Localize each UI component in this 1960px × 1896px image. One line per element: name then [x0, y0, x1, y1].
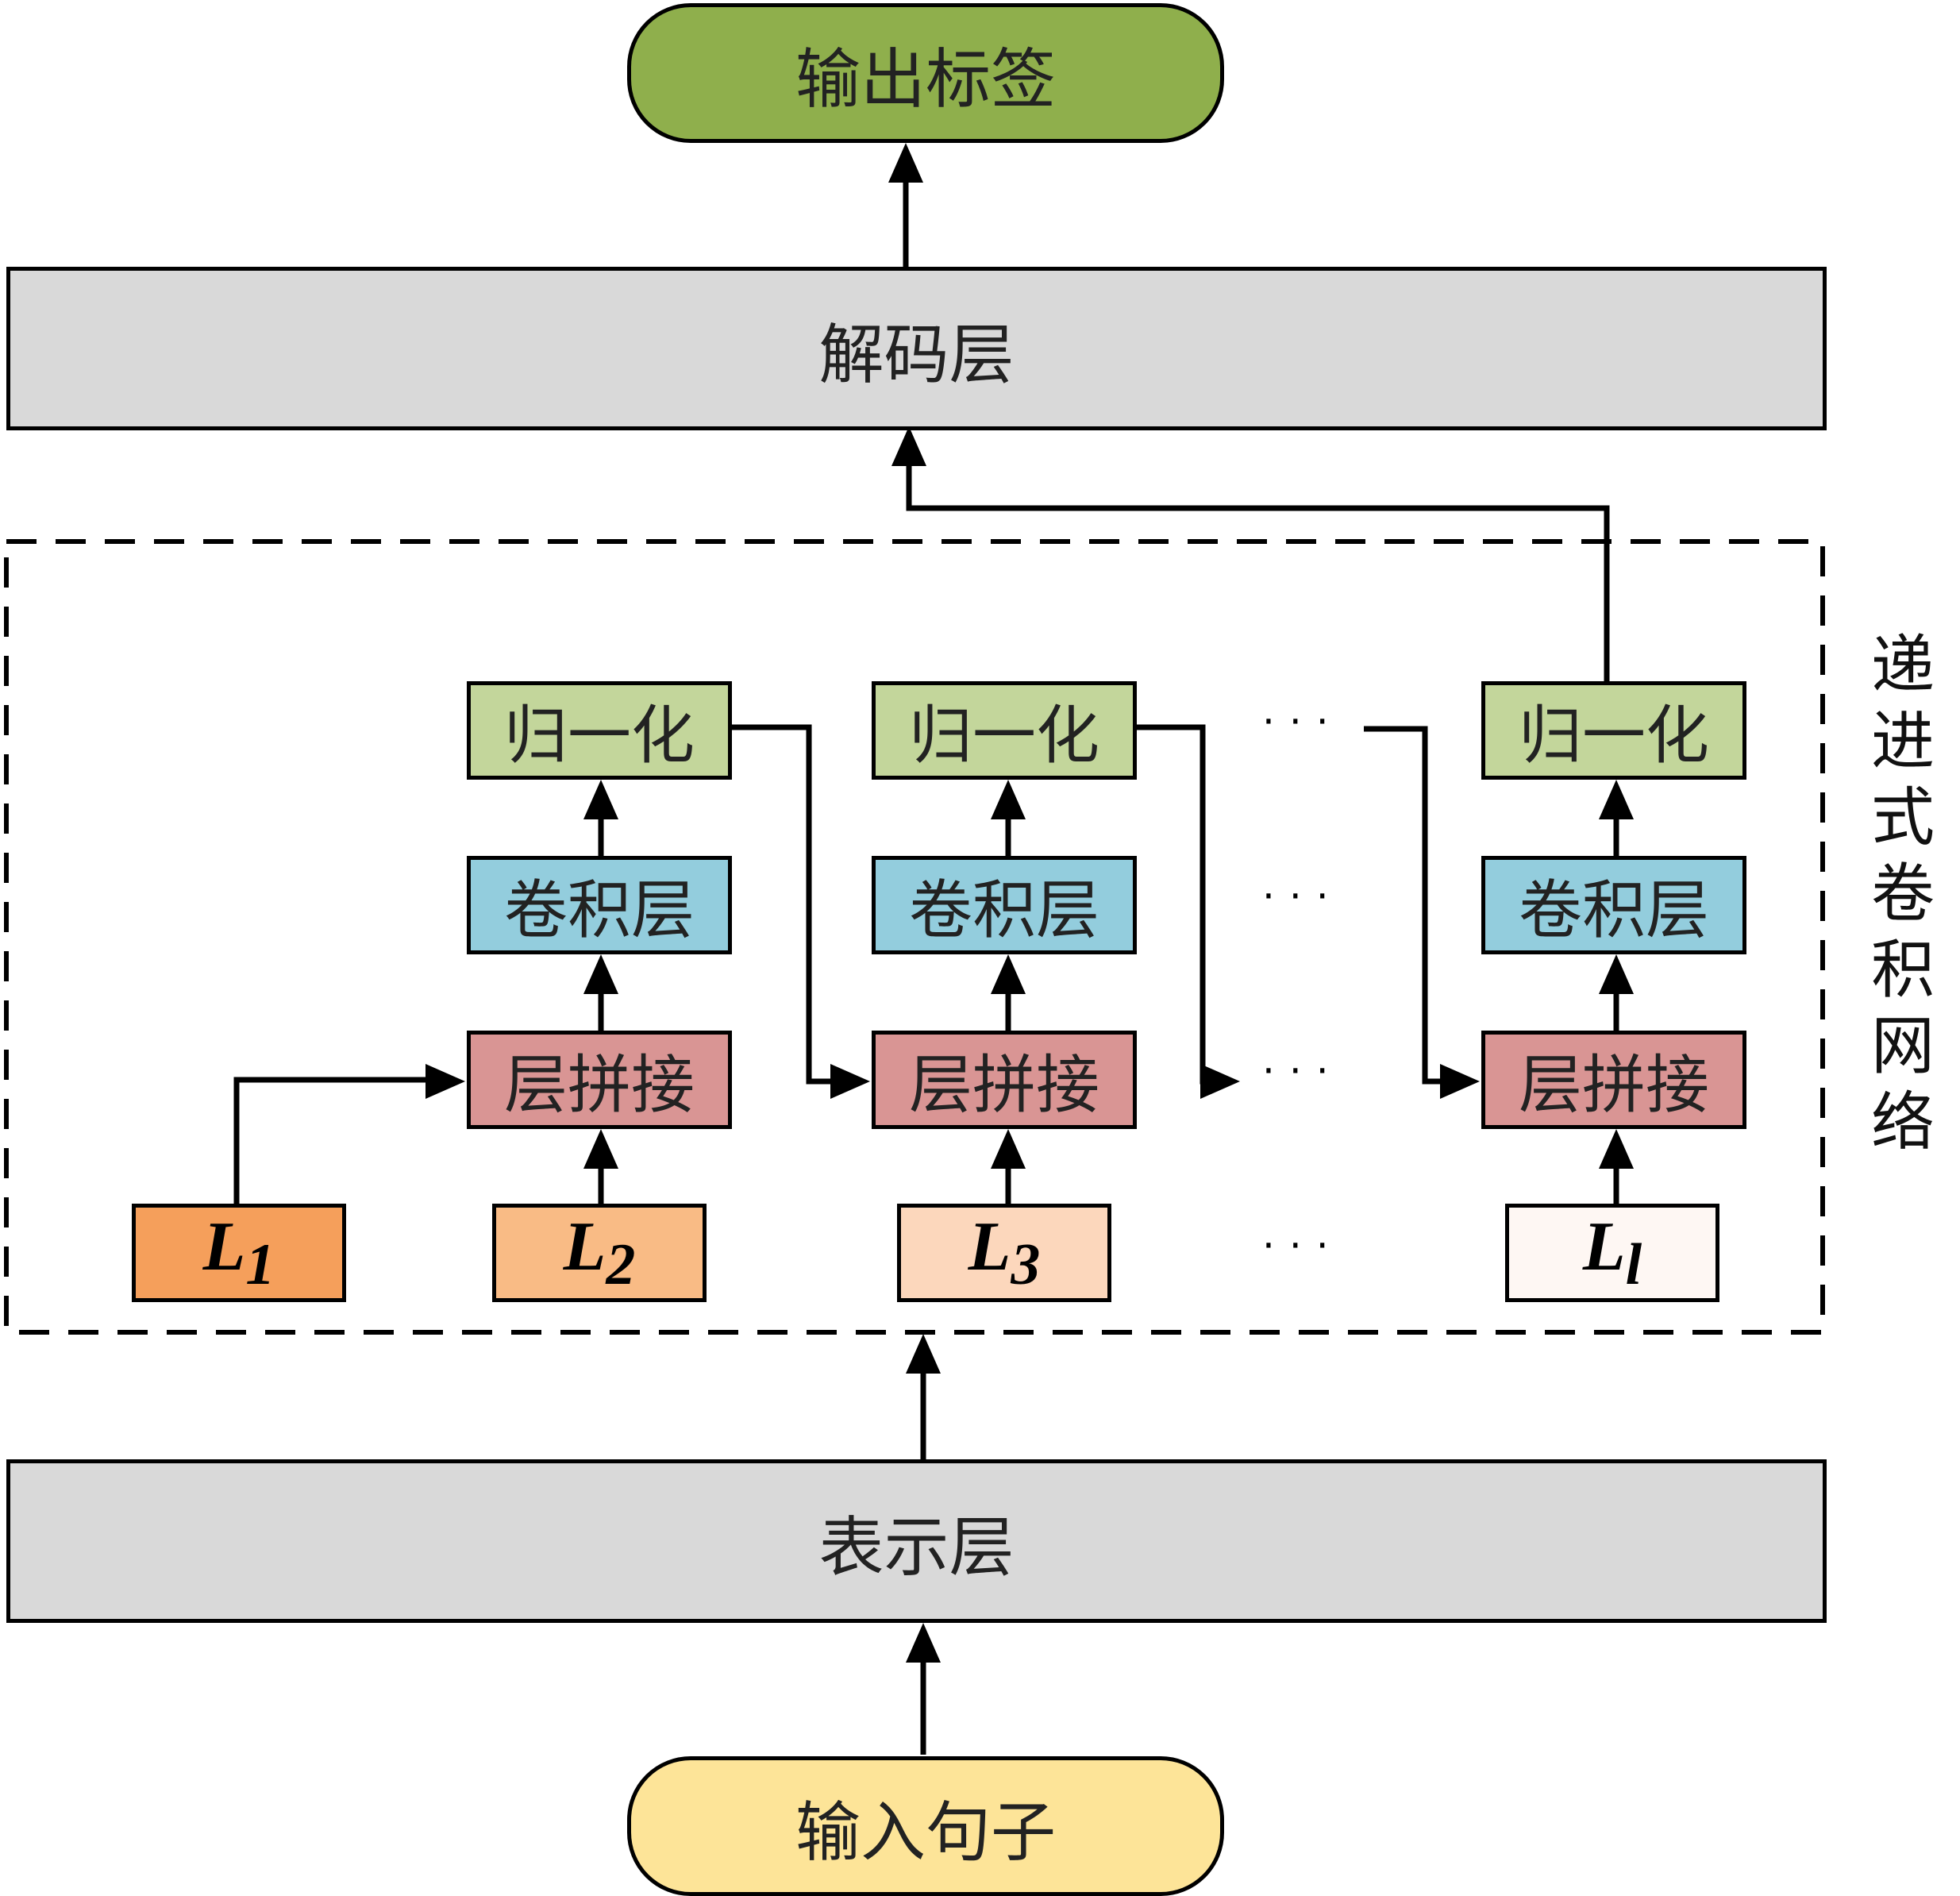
network-dashed-frame [4, 539, 1825, 1335]
network-vertical-label: 递 进 式 卷 积 网 络 [1867, 627, 1939, 1161]
network-label-char: 进 [1871, 704, 1935, 778]
decoder-layer-text: 解码层 [818, 317, 1015, 393]
ellipsis-level-row: ··· [1262, 1223, 1343, 1269]
concat-node-1: 层拼接 [467, 1031, 732, 1129]
arrowhead-concat-2-left [830, 1064, 870, 1099]
norm-node-2: 归一化 [872, 681, 1137, 780]
level-text-L1: L1 [202, 1208, 275, 1297]
arrowhead-c3-norm [1599, 780, 1634, 819]
arrowhead-concat-last-left [1440, 1064, 1480, 1099]
ellipsis-conv-row: ··· [1262, 873, 1343, 919]
norm-node-1: 归一化 [467, 681, 732, 780]
level-node-L3: L3 [897, 1204, 1111, 1302]
arrowhead-c2-conv [991, 954, 1026, 994]
arrow-ellipsis-to-concat-last [1364, 726, 1443, 1085]
arrow-norm2-to-ellipsis [1137, 724, 1206, 1085]
arrowhead-concat-1-left [426, 1064, 465, 1099]
concat-text-1: 层拼接 [504, 1048, 695, 1122]
concat-text-last: 层拼接 [1519, 1048, 1709, 1122]
arrowhead-ellipsis-left [1200, 1064, 1240, 1099]
arrowhead-output [888, 143, 923, 183]
concat-node-last: 层拼接 [1481, 1031, 1746, 1129]
arrowhead-network [906, 1334, 941, 1374]
norm-text-2: 归一化 [909, 699, 1099, 773]
level-node-Ll: Ll [1505, 1204, 1719, 1302]
arrowhead-c2-concat [991, 1129, 1026, 1169]
arrowhead-c3-concat [1599, 1129, 1634, 1169]
representation-layer: 表示层 [6, 1459, 1827, 1623]
arrowhead-c1-concat [583, 1129, 618, 1169]
norm-text-1: 归一化 [504, 699, 695, 773]
decoder-layer: 解码层 [6, 267, 1827, 430]
network-label-char: 网 [1871, 1009, 1935, 1083]
arrow-norm1-to-concat-2 [732, 724, 834, 1085]
level-text-L2: L2 [563, 1208, 636, 1297]
network-label-char: 积 [1871, 933, 1935, 1007]
arrow-norm-to-decoder [906, 464, 1610, 684]
level-text-Ll: Ll [1582, 1208, 1642, 1297]
input-sentence-text: 输入句子 [795, 1794, 1056, 1871]
representation-layer-text: 表示层 [818, 1509, 1015, 1586]
arrowhead-c1-norm [583, 780, 618, 819]
level-node-L1: L1 [132, 1204, 346, 1302]
network-label-char: 络 [1871, 1085, 1935, 1159]
input-sentence-node: 输入句子 [627, 1756, 1224, 1896]
conv-text-1: 卷积层 [504, 873, 695, 947]
conv-node-1: 卷积层 [467, 856, 732, 954]
arrowheads [426, 143, 1634, 1663]
concat-node-2: 层拼接 [872, 1031, 1137, 1129]
connector-lines [233, 181, 1619, 1755]
level-text-L3: L3 [968, 1208, 1041, 1297]
arrowhead-representation [906, 1623, 941, 1663]
network-label-char: 式 [1871, 780, 1935, 854]
conv-node-last: 卷积层 [1481, 856, 1746, 954]
norm-text-last: 归一化 [1519, 699, 1709, 773]
norm-node-last: 归一化 [1481, 681, 1746, 780]
network-label-char: 卷 [1871, 857, 1935, 931]
network-label-char: 递 [1871, 628, 1935, 702]
level-node-L2: L2 [492, 1204, 707, 1302]
arrowhead-c3-conv [1599, 954, 1634, 994]
conv-text-2: 卷积层 [909, 873, 1099, 947]
ellipsis-norm-row: ··· [1262, 699, 1343, 745]
ellipsis-concat-row: ··· [1262, 1048, 1343, 1094]
concat-text-2: 层拼接 [909, 1048, 1099, 1122]
arrow-L1-to-concat-1 [233, 1077, 429, 1205]
output-label-node: 输出标签 [627, 3, 1224, 143]
arrowhead-c2-norm [991, 780, 1026, 819]
conv-text-last: 卷积层 [1519, 873, 1709, 947]
arrowhead-c1-conv [583, 954, 618, 994]
output-label-text: 输出标签 [795, 41, 1056, 118]
conv-node-2: 卷积层 [872, 856, 1137, 954]
arrowhead-decoder [891, 426, 926, 466]
